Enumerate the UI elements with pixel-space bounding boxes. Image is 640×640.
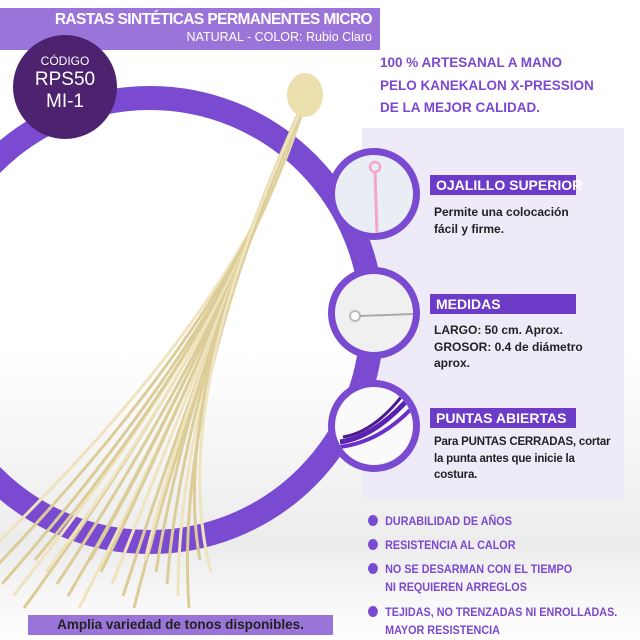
tagline: DE LA MEJOR CALIDAD. [380,100,541,115]
desc-line: costura. [434,469,478,481]
bullet-text: TEJIDAS, NO TRENZADAS NI ENROLLADAS. [385,605,618,619]
bullet-text: RESISTENCIA AL CALOR [385,538,516,552]
tagline: PELO KANEKALON X-PRESSION [380,77,594,93]
feature-title: OJALILLO SUPERIOR [430,175,582,195]
bullet-dot-icon [368,606,378,617]
feature-desc: LARGO: 50 cm. Aprox. GROSOR: 0.4 de diám… [434,322,634,372]
desc-line: Permite una colocación [434,205,569,219]
dreadlocks-image [0,109,305,609]
bullet-text: MAYOR RESISTENCIA [385,623,500,637]
hair-strand [33,109,303,561]
desc-line: fácil y firme. [434,221,505,236]
bullet-dot-icon [368,563,378,574]
bullet-text: NI REQUIEREN ARREGLOS [385,580,527,594]
bullet-text: DURABILIDAD DE AÑOS [385,514,512,528]
taglines: 100 % ARTESANAL A MANO PELO KANEKALON X-… [380,52,594,120]
feature-title: PUNTAS ABIERTAS [430,408,576,428]
desc-line: la punta antes que inicie la [434,452,575,465]
desc-line: aprox. [434,356,471,370]
feature-desc: Permite una colocación fácil y firme. [434,204,634,237]
product-subtitle: NATURAL - COLOR: Rubio Claro [186,30,372,44]
desc-line: GROSOR: 0.4 de diámetro [434,339,583,354]
code-badge: CÓDIGO RPS50 MI-1 [13,35,117,139]
bullet-dot-icon [368,539,378,550]
bullet-item: NO SE DESARMAN CON EL TIEMPO NI REQUIEREN… [368,560,572,596]
feature-desc: Para PUNTAS CERRADAS, cortar la punta an… [434,434,634,484]
desc-line: LARGO: 50 cm. Aprox. [434,323,563,337]
purple-ring [0,86,384,554]
code-line1: RPS50 [34,69,96,90]
tagline: 100 % ARTESANAL A MANO [380,55,563,70]
hair-knot [287,73,323,117]
feature-title: MEDIDAS [430,294,576,314]
footer-note: Amplia variedad de tonos disponibles. [28,615,333,635]
desc-line: Para PUNTAS CERRADAS, cortar [434,436,611,448]
eyelet-photo [328,148,420,240]
bullet-dot-icon [368,515,378,526]
code-label: CÓDIGO [40,54,90,68]
hair-strand [198,109,303,573]
code-line2: MI-1 [46,91,84,112]
product-title: RASTAS SINTÉTICAS PERMANENTES MICRO [54,11,373,28]
bullet-text: NO SE DESARMAN CON EL TIEMPO [385,562,573,576]
bullet-item: DURABILIDAD DE AÑOS [368,512,512,530]
measure-photo [328,267,420,359]
bullet-item: RESISTENCIA AL CALOR [368,536,516,554]
bullet-item: TEJIDAS, NO TRENZADAS NI ENROLLADAS. MAYO… [368,603,617,639]
tips-photo [328,380,420,472]
